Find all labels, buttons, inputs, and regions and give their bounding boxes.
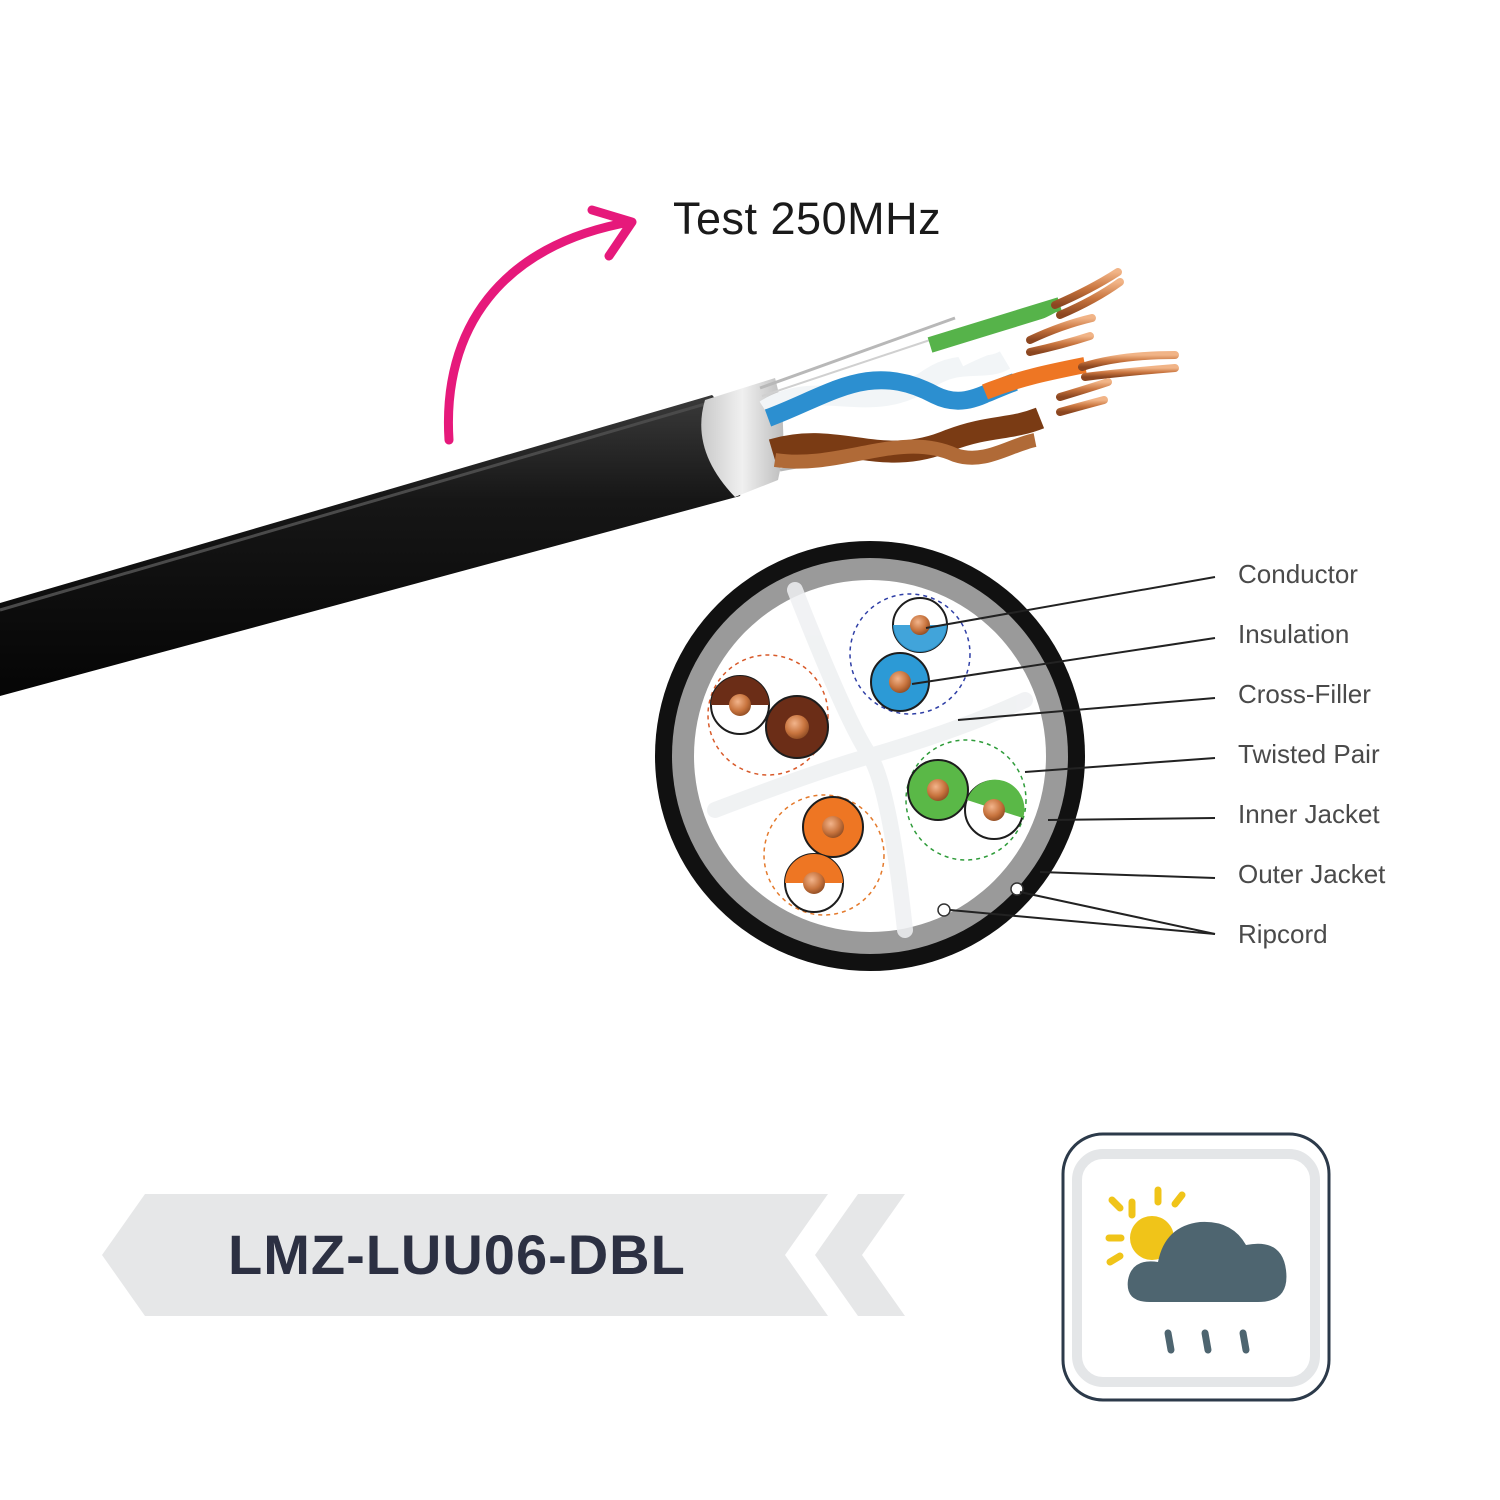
- legend-item-conductor: Conductor: [1238, 559, 1358, 589]
- sun-rain-cloud-icon: [1105, 1186, 1287, 1354]
- cable-cross-section: [655, 541, 1085, 971]
- model-code: LMZ-LUU06-DBL: [228, 1223, 686, 1286]
- legend-item-twisted-pair: Twisted Pair: [1238, 739, 1380, 769]
- green-pair: [907, 759, 1025, 840]
- legend-item-insulation: Insulation: [1238, 619, 1350, 649]
- model-banner: [102, 1194, 905, 1316]
- weather-badge: [1061, 1132, 1331, 1402]
- ripcord-a: [937, 903, 951, 917]
- legend-item-cross-filler: Cross-Filler: [1238, 679, 1371, 709]
- outer-jacket-body: [0, 395, 740, 696]
- legend-item-inner-jacket: Inner Jacket: [1238, 799, 1380, 829]
- orange-pair: [784, 796, 864, 913]
- legend-item-ripcord: Ripcord: [1238, 919, 1328, 949]
- cross-section-legend: Conductor Insulation Cross-Filler Twiste…: [1238, 557, 1385, 977]
- test-frequency-label: Test 250MHz: [673, 193, 942, 244]
- legend-item-outer-jacket: Outer Jacket: [1238, 859, 1386, 889]
- brown-pair: [710, 675, 829, 759]
- leader-lines: [911, 576, 1216, 935]
- foil-shield: [701, 378, 784, 497]
- cable-photo: [0, 268, 1179, 696]
- pink-arrow-icon: [443, 205, 637, 445]
